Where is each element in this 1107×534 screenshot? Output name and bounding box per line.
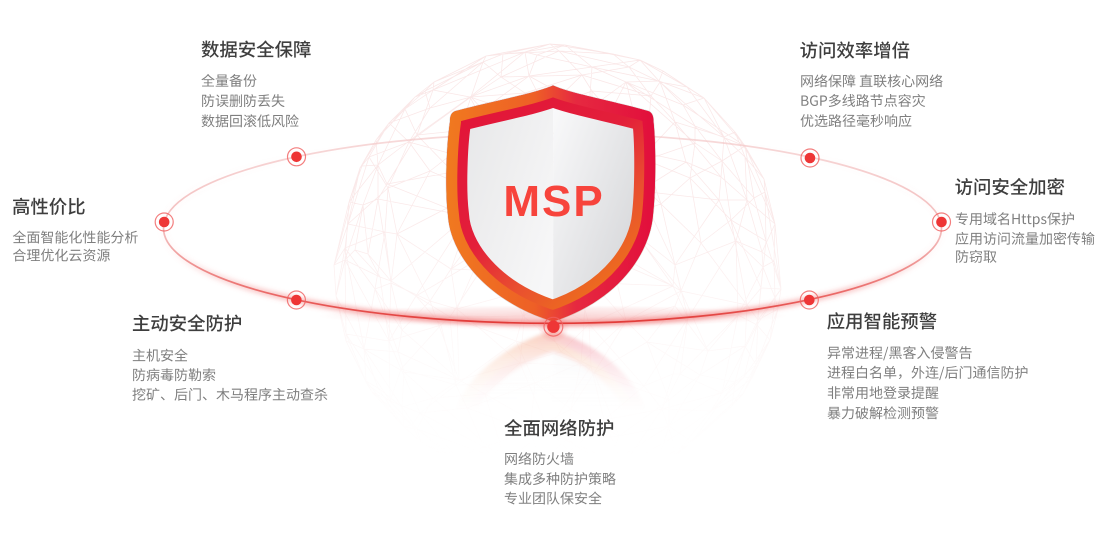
svg-text:MSP: MSP [503,177,604,226]
